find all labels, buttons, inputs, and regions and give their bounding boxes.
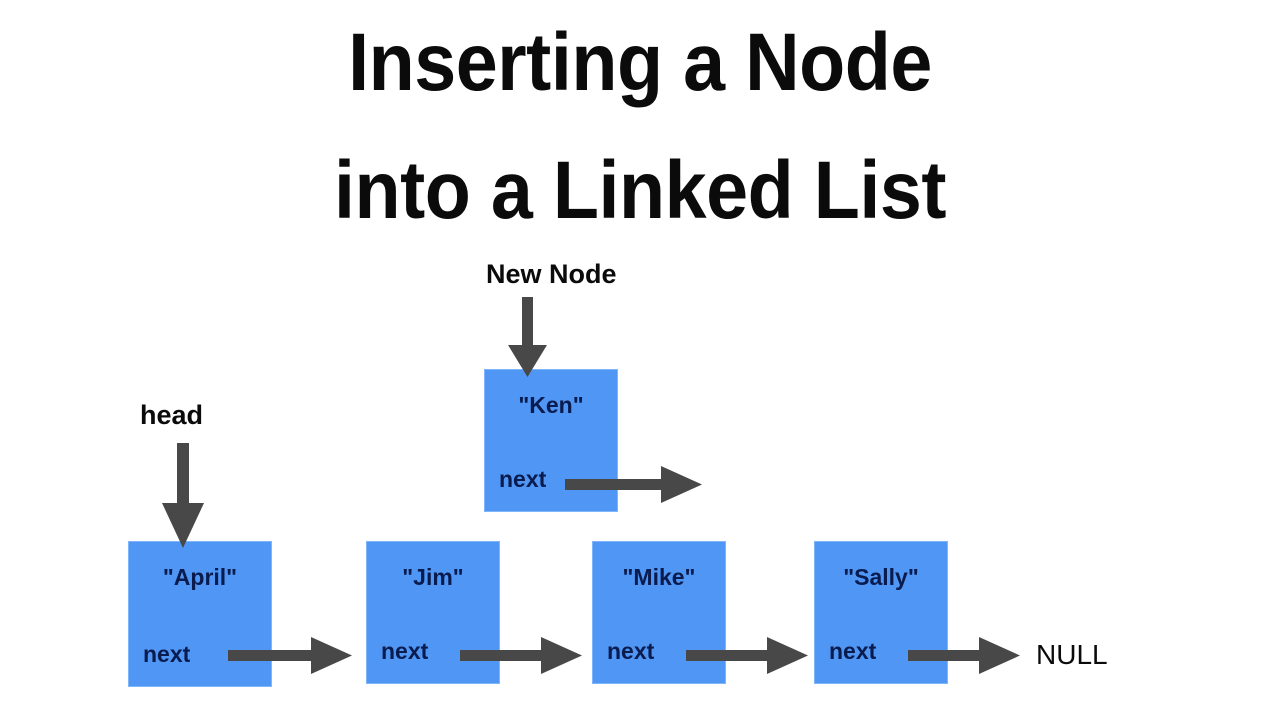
- node-value: "Mike": [622, 564, 696, 590]
- node-next-field: next: [499, 466, 547, 492]
- node-mike[interactable]: "Mike" next: [592, 541, 726, 684]
- new-node-label: New Node: [486, 259, 617, 289]
- null-terminator-label: NULL: [1036, 639, 1108, 670]
- node-value: "April": [162, 564, 238, 590]
- new-node-pointer-arrow: [508, 297, 547, 377]
- node-value: "Sally": [843, 564, 919, 590]
- page-title-line-2: into a Linked List: [333, 145, 947, 236]
- node-next-field: next: [143, 641, 191, 667]
- node-next-field: next: [381, 638, 429, 664]
- node-next-field: next: [829, 638, 877, 664]
- node-sally[interactable]: "Sally" next: [814, 541, 948, 684]
- node-new-ken[interactable]: "Ken" next: [484, 369, 618, 512]
- head-pointer-arrow: [162, 443, 204, 548]
- node-next-field: next: [607, 638, 655, 664]
- head-label: head: [140, 400, 204, 430]
- node-value: "Jim": [402, 564, 464, 590]
- page-title-line-1: Inserting a Node: [348, 17, 932, 108]
- node-april[interactable]: "April" next: [128, 541, 272, 687]
- node-value: "Ken": [518, 392, 584, 418]
- node-jim[interactable]: "Jim" next: [366, 541, 500, 684]
